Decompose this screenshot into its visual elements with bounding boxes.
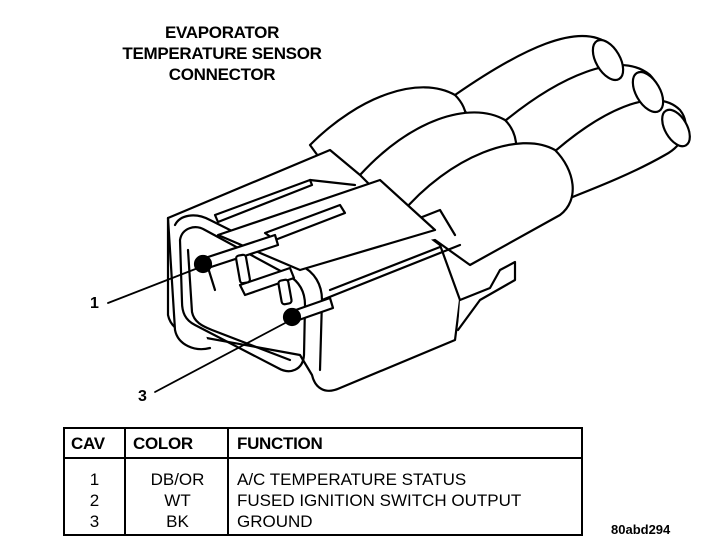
title-line: EVAPORATOR — [164, 23, 280, 42]
color-values: DB/OR WT BK — [126, 469, 229, 532]
figure-code: 80abd294 — [611, 522, 671, 537]
pin-1-tip — [193, 254, 213, 274]
pin-3-leader — [154, 321, 288, 393]
header-function: FUNCTION — [237, 434, 323, 453]
title-line: CONNECTOR — [168, 65, 276, 84]
table-cell-function: GROUND — [237, 512, 313, 531]
table-cell-function: A/C TEMPERATURE STATUS — [237, 470, 467, 489]
color-column — [124, 429, 229, 534]
table-cell-color: DB/OR — [150, 470, 205, 489]
cavity-table: CAV COLOR FUNCTION 1 2 3 DB/OR WT BK A/C… — [63, 427, 583, 536]
pin-1-leader — [107, 267, 199, 304]
table-cell-cav: 1 — [89, 470, 100, 489]
pin-label-3: 3 — [138, 388, 147, 405]
table-cell-cav: 3 — [89, 512, 100, 531]
header-cav: CAV — [71, 434, 105, 453]
table-cell-color: BK — [166, 512, 189, 531]
table-cell-cav: 2 — [89, 491, 100, 510]
cav-values: 1 2 3 — [65, 469, 124, 532]
table-cell-color: WT — [164, 491, 191, 510]
header-color: COLOR — [133, 434, 193, 453]
pin-3-tip — [282, 307, 302, 327]
table-cell-function: FUSED IGNITION SWITCH OUTPUT — [237, 491, 522, 510]
title-line: TEMPERATURE SENSOR — [122, 44, 322, 63]
table-header — [65, 429, 581, 459]
function-values: A/C TEMPERATURE STATUS FUSED IGNITION SW… — [237, 469, 577, 532]
diagram-title: EVAPORATOR TEMPERATURE SENSOR CONNECTOR — [100, 22, 344, 85]
pin-label-1: 1 — [90, 295, 99, 312]
cav-column — [65, 429, 126, 534]
